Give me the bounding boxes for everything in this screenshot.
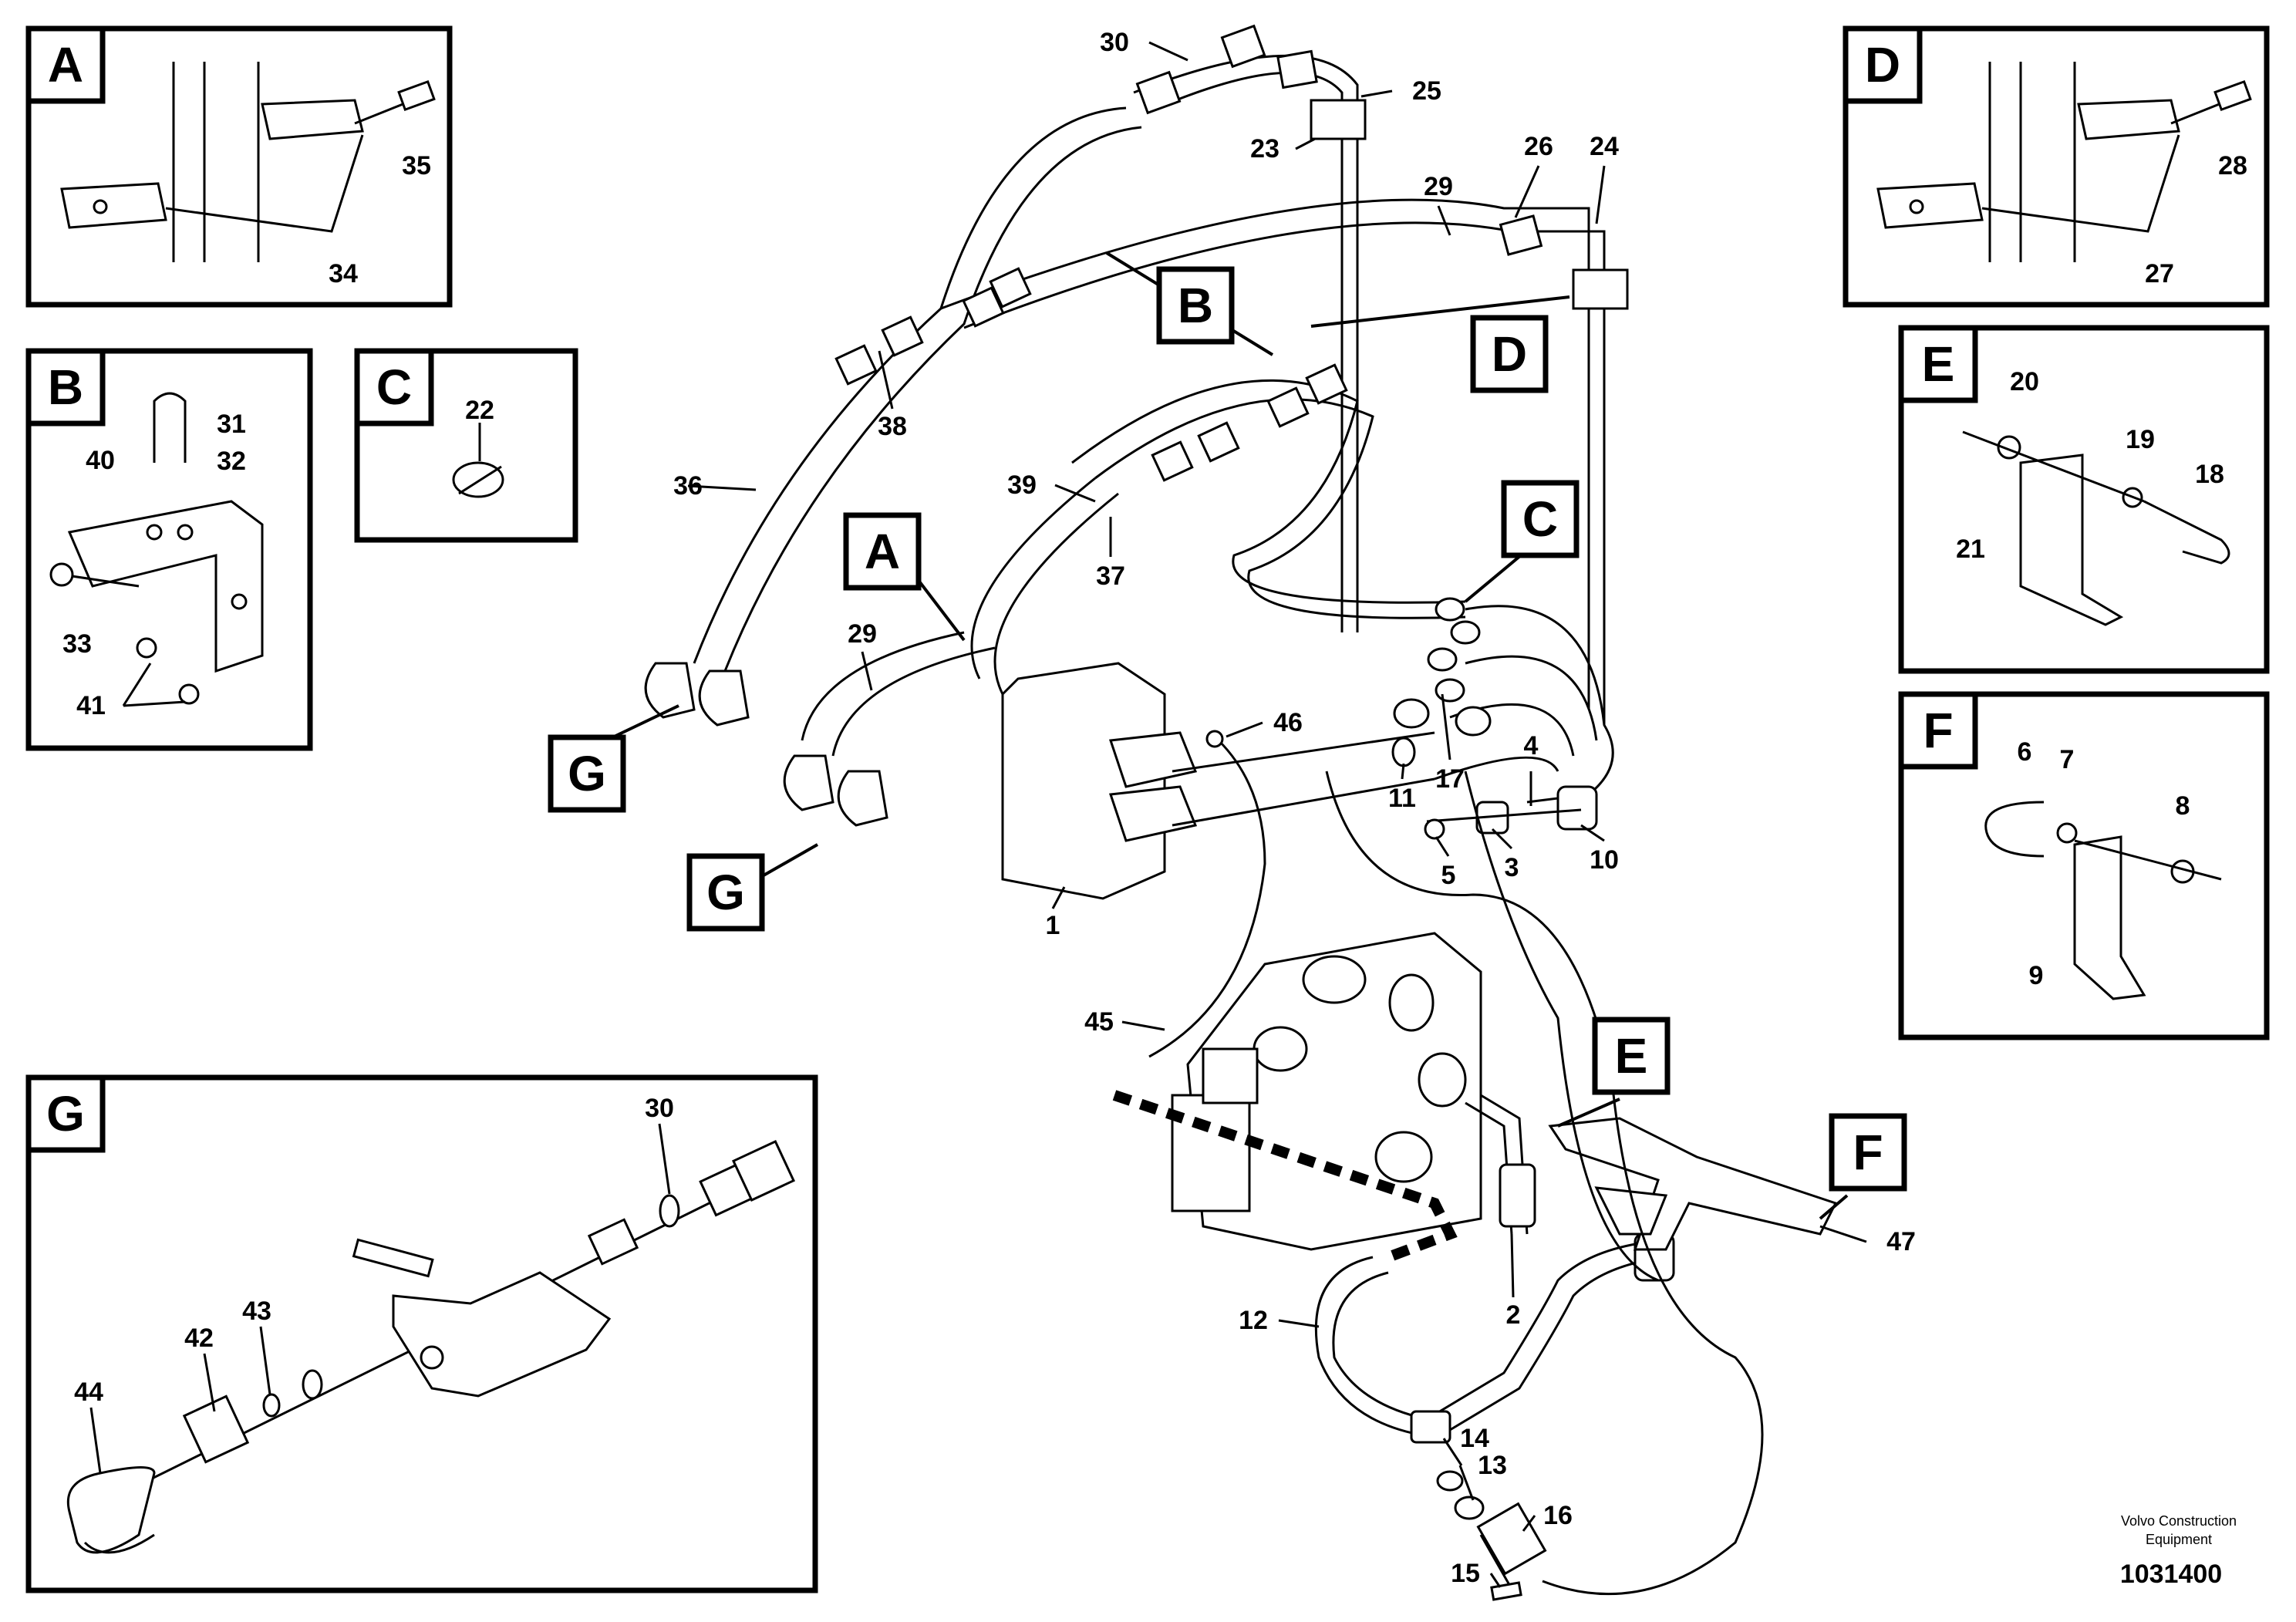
callout-7: 7 [2060, 745, 2075, 774]
callout-33: 33 [62, 629, 92, 659]
detail-letter-b: B [48, 359, 83, 415]
callout-6: 6 [2018, 737, 2032, 767]
detail-view-e: E 20 19 18 21 [1898, 325, 2270, 674]
credit-line-2: Equipment [2146, 1532, 2212, 1547]
detail-letter-g: G [46, 1086, 85, 1141]
callout-8: 8 [2176, 791, 2190, 821]
callout-13: 13 [1478, 1451, 1507, 1480]
callout-19: 19 [2126, 425, 2155, 454]
view-marker-g-upper: G [568, 746, 606, 801]
callout-14: 14 [1460, 1424, 1489, 1453]
callout-43: 43 [242, 1297, 271, 1326]
callout-26: 26 [1524, 132, 1553, 161]
view-marker-a: A [865, 524, 900, 579]
callout-36: 36 [673, 471, 703, 501]
callout-28: 28 [2218, 151, 2247, 180]
callout-34: 34 [329, 259, 358, 288]
main-assembly: B D A C G G E F 30 25 23 26 24 29 38 36 … [548, 24, 1916, 1601]
view-marker-g-lower: G [706, 865, 745, 920]
callout-32: 32 [217, 447, 246, 476]
detail-letter-f: F [1923, 703, 1953, 758]
callout-44: 44 [74, 1378, 103, 1407]
callout-31: 31 [217, 410, 246, 439]
callout-29-lower: 29 [848, 619, 877, 649]
callout-11: 11 [1388, 784, 1416, 813]
view-marker-f: F [1853, 1125, 1883, 1180]
callout-38: 38 [878, 412, 907, 441]
view-marker-c: C [1522, 491, 1558, 547]
view-marker-b: B [1178, 278, 1213, 333]
callout-4: 4 [1524, 731, 1539, 760]
callout-29-upper: 29 [1424, 172, 1453, 201]
callout-40: 40 [86, 446, 115, 475]
callout-12: 12 [1239, 1306, 1268, 1335]
detail-view-b: B 40 31 32 33 41 [25, 348, 313, 751]
callout-22: 22 [465, 396, 494, 425]
detail-view-f: F 6 7 8 9 [1898, 691, 2270, 1040]
detail-letter-d: D [1865, 37, 1900, 93]
callout-47: 47 [1886, 1227, 1916, 1256]
callout-20: 20 [2010, 367, 2039, 396]
callout-35: 35 [402, 151, 431, 180]
callout-17: 17 [1435, 764, 1465, 794]
detail-view-c: C 22 [354, 348, 578, 543]
detail-view-d: D 28 27 [1843, 25, 2270, 308]
callout-25: 25 [1412, 76, 1441, 106]
callout-16: 16 [1543, 1501, 1573, 1530]
callout-1: 1 [1046, 911, 1060, 940]
detail-letter-a: A [48, 37, 83, 93]
callout-41: 41 [76, 691, 106, 720]
footer: Volvo Construction Equipment 1031400 [2120, 1513, 2237, 1589]
callout-10: 10 [1590, 845, 1619, 875]
callout-18: 18 [2195, 460, 2224, 489]
callout-39: 39 [1007, 470, 1037, 500]
credit-line-1: Volvo Construction [2121, 1513, 2237, 1529]
callout-5: 5 [1441, 861, 1456, 890]
callout-15: 15 [1451, 1559, 1480, 1588]
callout-30-detail: 30 [645, 1094, 674, 1123]
detail-letter-c: C [376, 359, 412, 415]
callout-42: 42 [184, 1324, 214, 1353]
view-marker-d: D [1492, 326, 1527, 382]
callout-21: 21 [1956, 534, 1985, 564]
callout-24: 24 [1590, 132, 1619, 161]
callout-9: 9 [2029, 961, 2044, 990]
detail-view-g: G 30 44 42 43 [25, 1074, 818, 1593]
callout-37: 37 [1096, 561, 1125, 591]
view-marker-e: E [1615, 1028, 1648, 1084]
callout-27: 27 [2145, 259, 2174, 288]
callout-30: 30 [1100, 28, 1129, 57]
document-number: 1031400 [2120, 1560, 2222, 1589]
callout-45: 45 [1084, 1007, 1114, 1037]
detail-view-a: A 35 34 [25, 25, 453, 308]
detail-letter-e: E [1922, 336, 1955, 392]
callout-23: 23 [1250, 134, 1279, 164]
callout-46: 46 [1273, 708, 1303, 737]
callout-2: 2 [1506, 1300, 1521, 1330]
callout-3: 3 [1505, 853, 1519, 882]
